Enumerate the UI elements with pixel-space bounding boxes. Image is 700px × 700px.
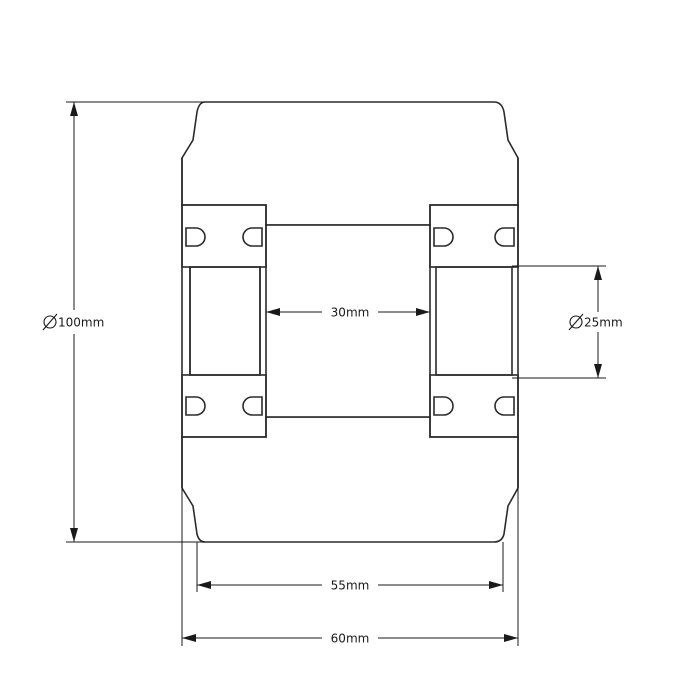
arrow-55-right <box>489 581 503 589</box>
dim-overall-width: 60mm <box>181 488 519 646</box>
arrow-outer-top <box>70 102 78 116</box>
left-bearing-ball-3 <box>185 396 206 416</box>
dim-inner-gap: 30mm <box>266 306 430 320</box>
right-bearing <box>429 204 519 438</box>
arrow-60-left <box>182 634 196 642</box>
left-bearing-top-race <box>181 204 267 268</box>
wheel-body-lower <box>181 416 519 543</box>
right-bearing-ball-4 <box>494 396 515 416</box>
left-bearing <box>181 204 267 438</box>
right-bearing-ball-3 <box>433 396 454 416</box>
dim-outer-diameter: 100mm <box>42 101 205 543</box>
right-bearing-top-race <box>429 204 519 268</box>
left-bearing-bottom-race <box>181 374 267 438</box>
arrow-bore-top <box>594 266 602 280</box>
bore <box>265 224 431 418</box>
left-bearing-ball-2 <box>242 227 263 247</box>
left-bearing-ball-4 <box>242 396 263 416</box>
arrow-gap-right <box>416 308 430 316</box>
arrow-gap-left <box>266 308 280 316</box>
overall-width-label: 60mm <box>331 632 370 646</box>
diameter-symbol-outer <box>42 313 58 331</box>
right-bearing-ball-1 <box>433 227 454 247</box>
right-bearing-gap <box>435 266 513 376</box>
arrow-bore-bottom <box>594 364 602 378</box>
diameter-symbol-bore <box>568 313 584 331</box>
tread-width-label: 55mm <box>331 579 370 593</box>
bore-diameter-label: 25mm <box>584 316 623 330</box>
inner-gap-label: 30mm <box>331 306 370 320</box>
right-bearing-ball-2 <box>494 227 515 247</box>
left-bearing-gap <box>189 266 261 376</box>
arrow-55-left <box>197 581 211 589</box>
wheel-body-upper <box>181 101 519 226</box>
right-bearing-bottom-race <box>429 374 519 438</box>
dim-tread-width: 55mm <box>196 542 504 593</box>
dim-bore-diameter: 25mm <box>512 265 623 379</box>
left-bearing-ball-1 <box>185 227 206 247</box>
arrow-outer-bottom <box>70 528 78 542</box>
outer-diameter-label: 100mm <box>58 316 104 330</box>
arrow-60-right <box>504 634 518 642</box>
